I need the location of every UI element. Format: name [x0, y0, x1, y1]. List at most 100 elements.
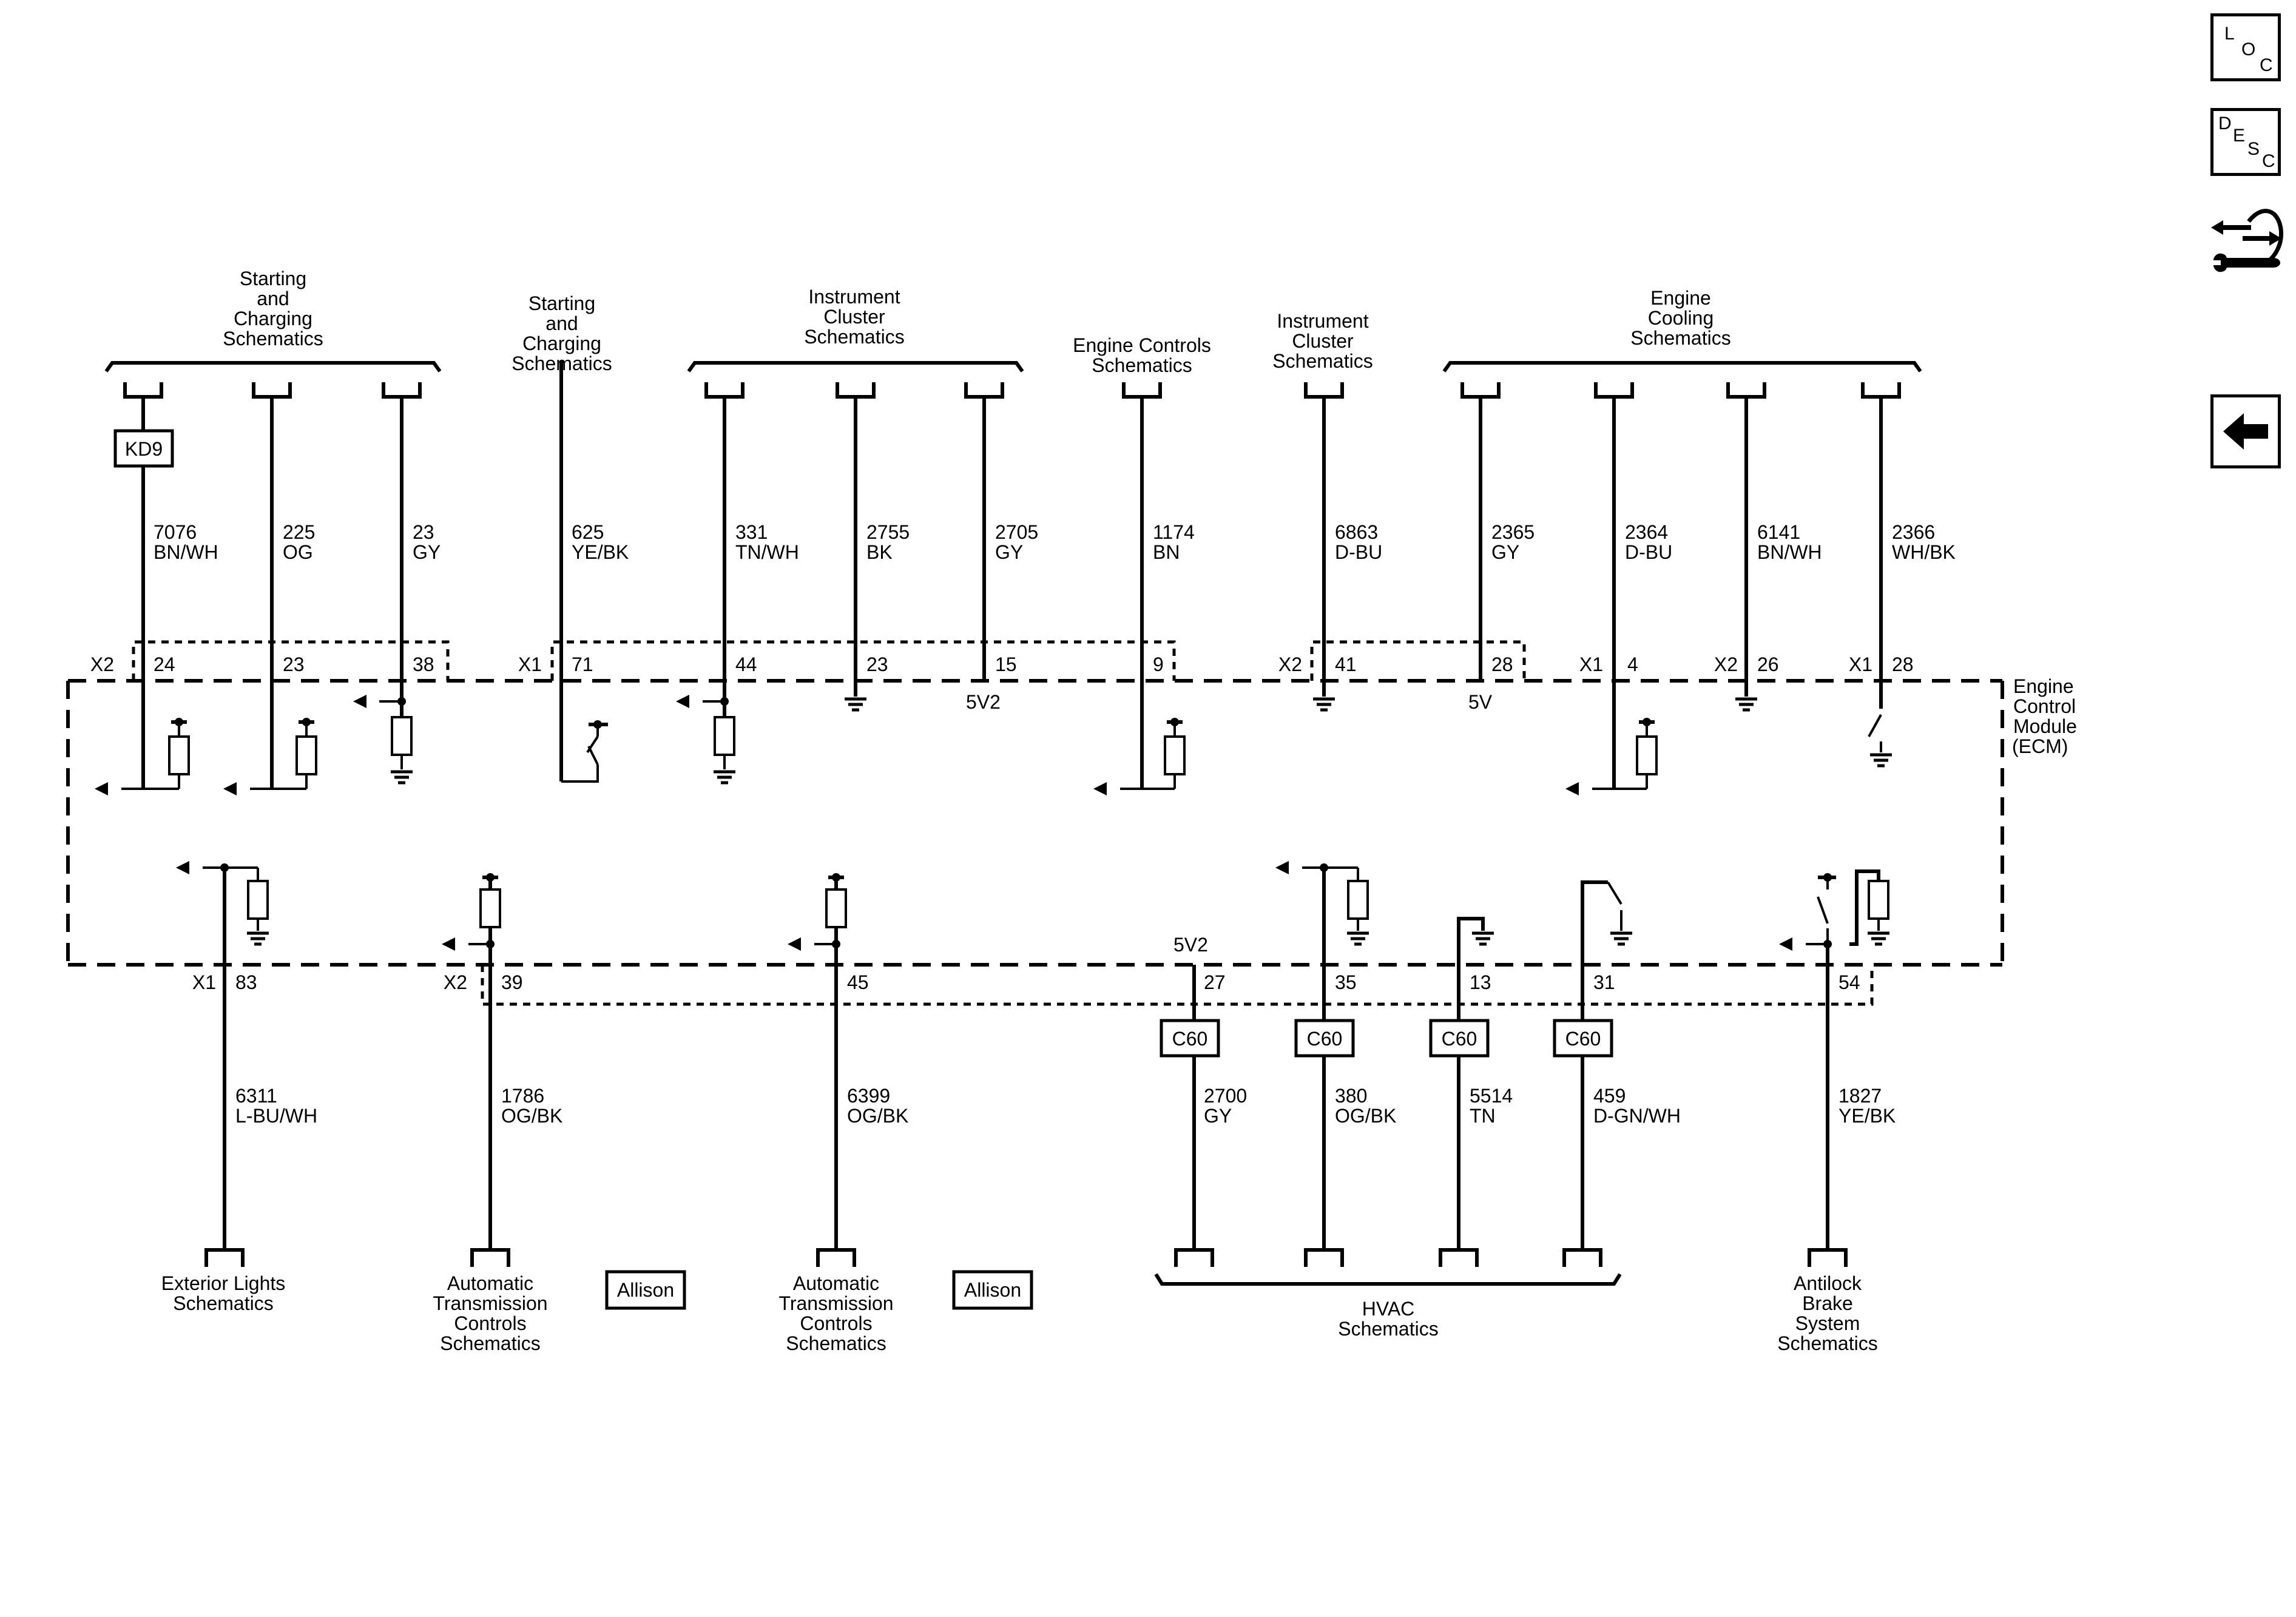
- svg-text:X2: X2: [1278, 653, 1302, 675]
- svg-text:Engine: Engine: [1650, 287, 1711, 309]
- bottom-wire-5514: C60 13 5514 TN: [1429, 917, 1513, 1267]
- svg-text:38: 38: [413, 653, 434, 675]
- svg-text:OG/BK: OG/BK: [1335, 1105, 1396, 1127]
- svg-text:31: 31: [1593, 971, 1615, 993]
- label-instrument-cluster-2: Instrument Cluster Schematics: [1272, 310, 1373, 372]
- svg-text:X2: X2: [444, 971, 467, 993]
- svg-text:23: 23: [283, 653, 305, 675]
- top-wire-2365: 2365 GY 28 5V: [1462, 382, 1535, 713]
- svg-text:Cooling: Cooling: [1648, 307, 1714, 329]
- svg-text:6863: 6863: [1335, 521, 1378, 543]
- svg-text:BN/WH: BN/WH: [1757, 541, 1822, 563]
- connector-c60-2: C60: [1307, 1028, 1343, 1050]
- svg-text:BK: BK: [866, 541, 893, 563]
- svg-text:Schematics: Schematics: [223, 328, 323, 349]
- option-allison-2: Allison: [952, 1270, 1033, 1310]
- svg-text:Instrument: Instrument: [1277, 310, 1368, 332]
- connector-housings-top: [132, 640, 1874, 1006]
- svg-text:5V2: 5V2: [966, 691, 1001, 713]
- back-button[interactable]: [2210, 394, 2281, 468]
- bottom-wire-1827: 54 1827 YE/BK: [1779, 869, 1896, 1267]
- label-engine-controls: Engine Controls Schematics: [1073, 334, 1211, 376]
- svg-text:Allison: Allison: [617, 1279, 674, 1301]
- svg-text:5514: 5514: [1470, 1085, 1513, 1107]
- top-wire-1174: 1174 BN 9: [1093, 382, 1195, 795]
- bottom-wire-2700: C60 5V2 27 2700 GY: [1160, 934, 1247, 1267]
- svg-text:GY: GY: [1491, 541, 1519, 563]
- top-wire-331: 331 TN/WH 44: [676, 382, 799, 783]
- svg-text:OG/BK: OG/BK: [847, 1105, 908, 1127]
- svg-text:4: 4: [1627, 653, 1638, 675]
- svg-text:Controls: Controls: [800, 1312, 872, 1334]
- svg-text:Schematics: Schematics: [1092, 354, 1192, 376]
- label-starting-charging-1: Starting and Charging Schematics: [223, 268, 323, 349]
- svg-text:24: 24: [154, 653, 175, 675]
- svg-text:6399: 6399: [847, 1085, 890, 1107]
- svg-text:Schematics: Schematics: [1777, 1332, 1877, 1354]
- top-wire-2705: 2705 GY 15 5V2: [966, 382, 1038, 713]
- svg-text:Instrument: Instrument: [808, 286, 900, 308]
- svg-text:WH/BK: WH/BK: [1892, 541, 1956, 563]
- svg-text:Starting: Starting: [240, 268, 306, 289]
- svg-text:Charging: Charging: [522, 333, 601, 354]
- svg-text:X1: X1: [192, 971, 216, 993]
- label-instrument-cluster-1: Instrument Cluster Schematics: [804, 286, 904, 348]
- svg-text:1174: 1174: [1153, 521, 1195, 543]
- svg-text:Engine Controls: Engine Controls: [1073, 334, 1211, 356]
- svg-text:GY: GY: [995, 541, 1023, 563]
- desc-letter-e: E: [2233, 126, 2246, 146]
- svg-text:5V: 5V: [1468, 691, 1493, 713]
- svg-text:and: and: [257, 288, 289, 309]
- svg-text:26: 26: [1757, 653, 1779, 675]
- top-wire-23: 23 GY 38: [353, 382, 441, 783]
- svg-text:Schematics: Schematics: [804, 326, 904, 348]
- svg-text:625: 625: [572, 521, 604, 543]
- desc-letter-d: D: [2218, 113, 2232, 133]
- svg-text:45: 45: [847, 971, 869, 993]
- svg-text:Automatic: Automatic: [793, 1272, 879, 1294]
- svg-text:and: and: [545, 312, 578, 334]
- repair-procedures-icon[interactable]: [2209, 197, 2284, 282]
- svg-text:GY: GY: [413, 541, 441, 563]
- svg-text:OG/BK: OG/BK: [501, 1105, 562, 1127]
- svg-text:YE/BK: YE/BK: [572, 541, 629, 563]
- description-view-button[interactable]: D E S C: [2210, 108, 2281, 176]
- svg-text:Exterior Lights: Exterior Lights: [161, 1272, 286, 1294]
- svg-text:Schematics: Schematics: [440, 1332, 540, 1354]
- svg-text:28: 28: [1491, 653, 1513, 675]
- ecm-label: Engine Control Module (ECM): [2012, 675, 2077, 757]
- svg-text:5V2: 5V2: [1173, 934, 1208, 956]
- label-automatic-transmission-2: Automatic Transmission Controls Schemati…: [778, 1272, 893, 1354]
- option-allison-1: Allison: [605, 1270, 686, 1310]
- svg-text:7076: 7076: [154, 521, 197, 543]
- svg-text:X1: X1: [1579, 653, 1603, 675]
- svg-text:225: 225: [283, 521, 315, 543]
- label-exterior-lights: Exterior Lights Schematics: [161, 1272, 286, 1314]
- svg-text:41: 41: [1335, 653, 1357, 675]
- svg-text:Transmission: Transmission: [778, 1292, 893, 1314]
- svg-text:2364: 2364: [1625, 521, 1668, 543]
- svg-text:Starting: Starting: [528, 292, 595, 314]
- top-wire-225: 225 OG 23: [223, 382, 317, 795]
- svg-text:(ECM): (ECM): [2012, 735, 2068, 757]
- desc-letter-s: S: [2247, 139, 2260, 159]
- bottom-wire-6311: X1 83 6311 L-BU/WH: [176, 861, 317, 1267]
- location-view-button[interactable]: L O C: [2210, 13, 2281, 81]
- connector-c60-3: C60: [1442, 1028, 1477, 1050]
- svg-text:BN/WH: BN/WH: [154, 541, 218, 563]
- svg-text:6141: 6141: [1757, 521, 1800, 543]
- top-braces: [104, 361, 1922, 373]
- svg-text:380: 380: [1335, 1085, 1367, 1107]
- bottom-wire-1786: X2 39 1786 OG/BK: [442, 873, 562, 1267]
- top-wire-6141: 6141 BN/WH X2 26: [1714, 382, 1822, 710]
- svg-text:6311: 6311: [235, 1085, 277, 1107]
- svg-text:TN: TN: [1470, 1105, 1496, 1127]
- svg-text:1786: 1786: [501, 1085, 544, 1107]
- desc-letter-c: C: [2262, 151, 2275, 171]
- svg-text:X1: X1: [518, 653, 542, 675]
- svg-text:13: 13: [1470, 971, 1491, 993]
- svg-text:Automatic: Automatic: [447, 1272, 533, 1294]
- label-hvac: HVAC Schematics: [1338, 1298, 1438, 1340]
- svg-text:OG: OG: [283, 541, 313, 563]
